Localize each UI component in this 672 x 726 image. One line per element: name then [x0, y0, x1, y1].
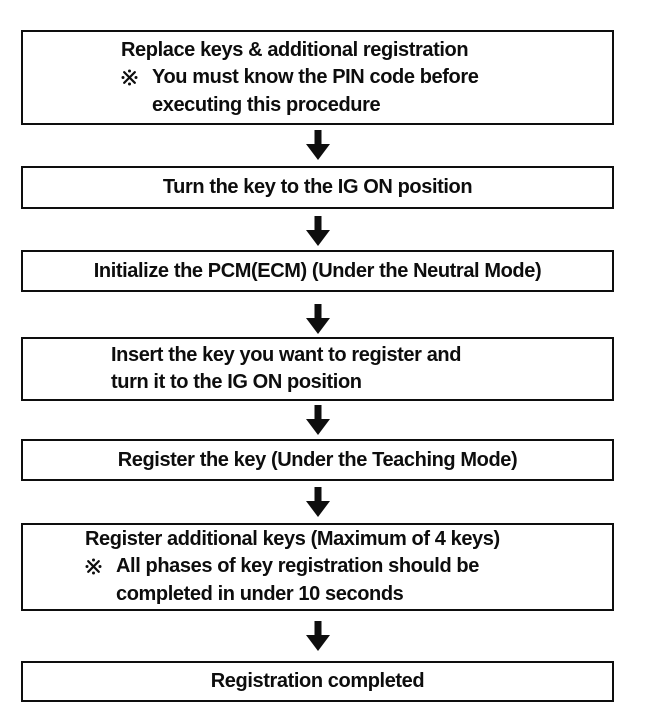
- step-text-line: turn it to the IG ON position: [111, 369, 612, 396]
- step-text: Insert the key you want to register and: [111, 344, 462, 366]
- step-text-line: Registration completed: [23, 668, 612, 695]
- reference-mark-icon: [121, 65, 152, 92]
- step-content: Turn the key to the IG ON position: [23, 174, 612, 201]
- down-arrow-icon: [306, 304, 330, 334]
- step-text: Register additional keys (Maximum of 4 k…: [85, 528, 500, 550]
- flow-step-insert-key: Insert the key you want to register and …: [21, 337, 614, 401]
- down-arrow-icon: [306, 487, 330, 517]
- step-text: All phases of key registration should be: [116, 555, 479, 577]
- step-content: Registration completed: [23, 668, 612, 695]
- down-arrow-icon: [306, 216, 330, 246]
- step-note-line: You must know the PIN code before: [121, 64, 612, 92]
- step-text: Registration completed: [210, 670, 425, 692]
- reference-mark-icon: [85, 554, 116, 581]
- down-arrow-icon: [306, 621, 330, 651]
- step-text-line: Initialize the PCM(ECM) (Under the Neutr…: [23, 258, 612, 285]
- down-arrow-icon: [306, 130, 330, 160]
- step-content: Replace keys & additional registration Y…: [23, 37, 612, 119]
- flow-step-register-additional-keys: Register additional keys (Maximum of 4 k…: [21, 523, 614, 611]
- down-arrow-icon: [306, 405, 330, 435]
- step-content: Register additional keys (Maximum of 4 k…: [23, 526, 612, 608]
- step-text-line: Insert the key you want to register and: [111, 342, 612, 369]
- flow-step-register-key: Register the key (Under the Teaching Mod…: [21, 439, 614, 481]
- step-text: You must know the PIN code before: [152, 65, 479, 88]
- step-text: Register the key (Under the Teaching Mod…: [117, 448, 518, 471]
- step-note-line: All phases of key registration should be: [85, 553, 612, 581]
- flow-step-turn-key-ig-on: Turn the key to the IG ON position: [21, 166, 614, 209]
- step-content: Register the key (Under the Teaching Mod…: [23, 447, 612, 474]
- step-content: Initialize the PCM(ECM) (Under the Neutr…: [23, 258, 612, 285]
- step-text: turn it to the IG ON position: [111, 371, 362, 393]
- flow-step-registration-completed: Registration completed: [21, 661, 614, 702]
- step-content: Insert the key you want to register and …: [23, 342, 612, 396]
- step-text: executing this procedure: [152, 93, 381, 116]
- step-text: Initialize the PCM(ECM) (Under the Neutr…: [93, 259, 542, 282]
- step-text-line: Turn the key to the IG ON position: [23, 174, 612, 201]
- step-text-line: Replace keys & additional registration: [121, 37, 612, 64]
- step-text: Replace keys & additional registration: [121, 38, 469, 61]
- step-text-line: Register the key (Under the Teaching Mod…: [23, 447, 612, 474]
- step-text: completed in under 10 seconds: [116, 583, 404, 605]
- flow-step-initialize-pcm: Initialize the PCM(ECM) (Under the Neutr…: [21, 250, 614, 292]
- step-text-line: completed in under 10 seconds: [85, 581, 612, 608]
- step-text-line: Register additional keys (Maximum of 4 k…: [85, 526, 612, 553]
- step-text-line: executing this procedure: [121, 92, 612, 119]
- step-text: Turn the key to the IG ON position: [162, 176, 473, 198]
- flow-step-replace-keys: Replace keys & additional registration Y…: [21, 30, 614, 125]
